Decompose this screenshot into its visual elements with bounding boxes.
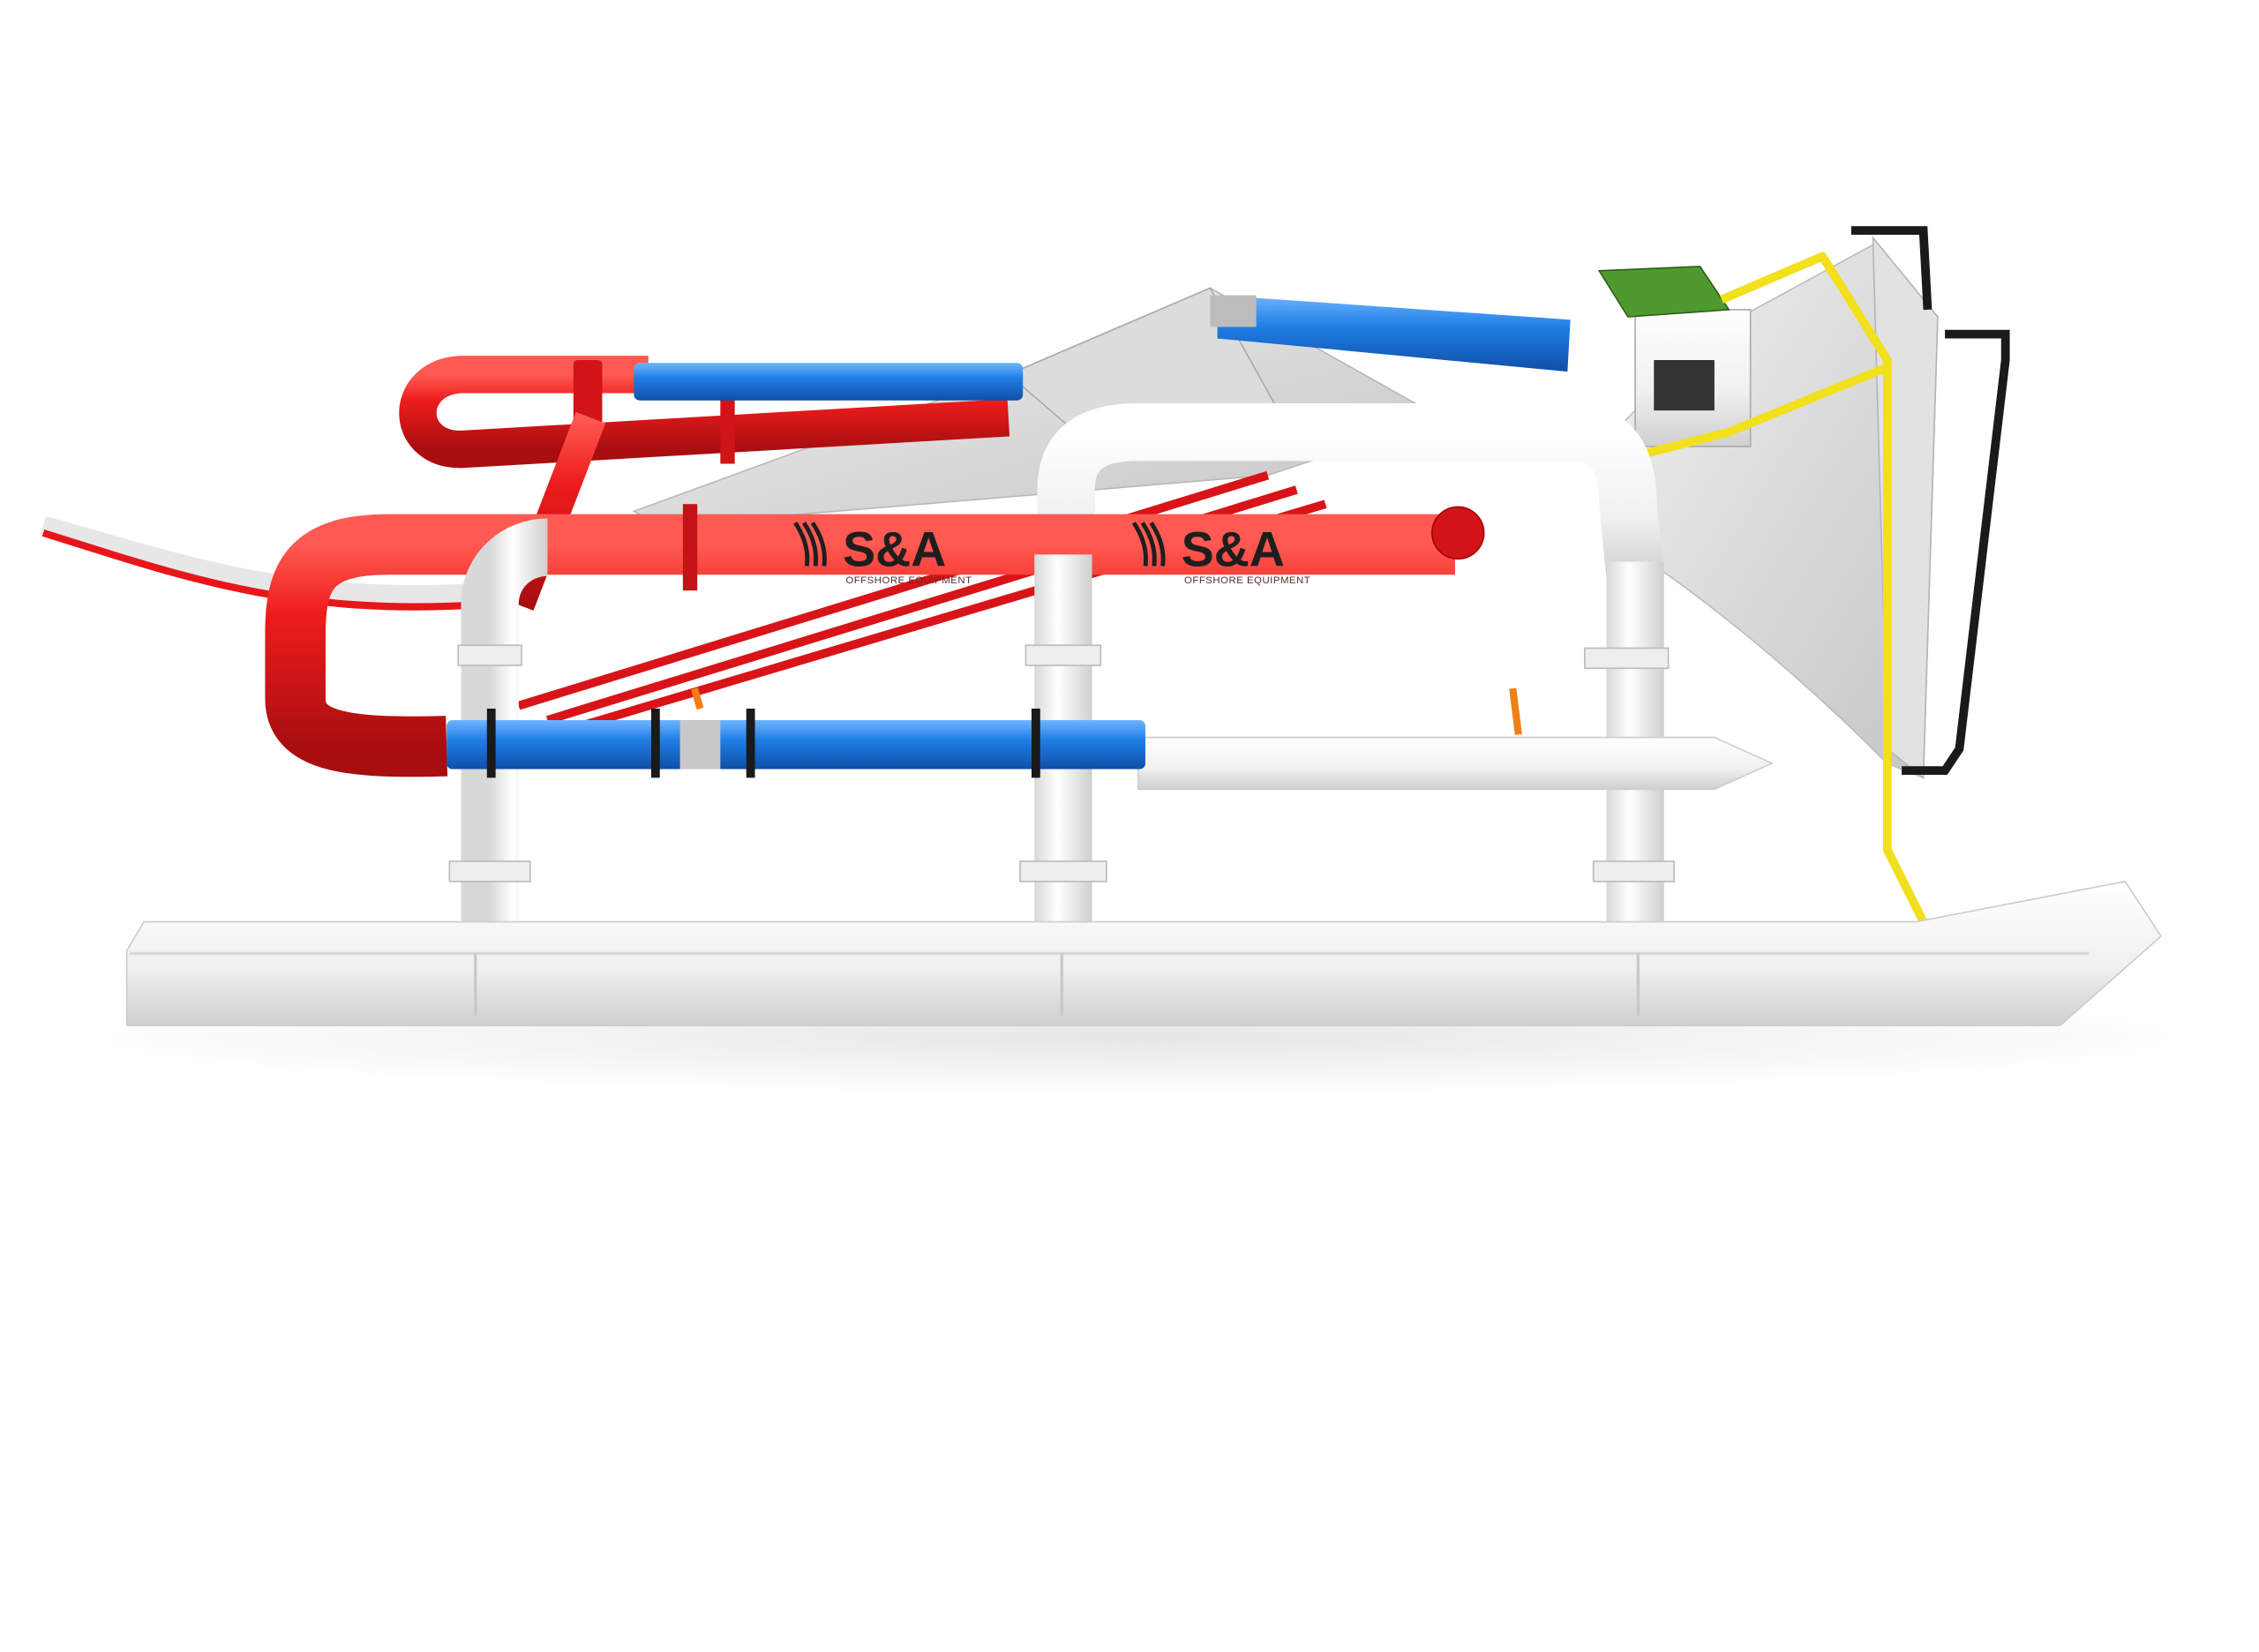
white-pipe-arch — [1037, 402, 1664, 580]
red-hose-stripe — [41, 529, 477, 611]
box-vent — [1654, 360, 1715, 411]
cylinder-clamps — [486, 708, 1040, 778]
blue-cylinder-upper — [634, 363, 1024, 401]
logo-brand: S&A — [843, 522, 946, 576]
white-post-left — [448, 518, 550, 922]
black-hose-upper — [1850, 226, 1933, 311]
red-pipe-end-flange — [1431, 506, 1485, 560]
skid-stiffeners — [474, 953, 1640, 1016]
logo-wave-icon — [793, 522, 827, 567]
red-hose — [40, 515, 477, 605]
cylinder-chrome-band — [679, 720, 721, 770]
logo-brand: S&A — [1182, 522, 1285, 576]
logo-wave-icon — [1131, 522, 1166, 567]
blue-cylinder-upper-right — [1217, 295, 1571, 372]
orange-lifting-eye — [691, 687, 1522, 735]
red-flange — [720, 391, 735, 464]
red-pipe-main — [265, 514, 1455, 777]
red-flange — [682, 504, 698, 591]
white-lower-beam — [1137, 736, 1775, 791]
cylinder-rod — [1210, 295, 1257, 327]
sa-logo-left: S&A OFFSHORE EQUIPMENT — [793, 522, 972, 586]
yellow-handrail — [1626, 252, 1927, 924]
logo-tagline: OFFSHORE EQUIPMENT — [845, 575, 972, 586]
logo-tagline: OFFSHORE EQUIPMENT — [1184, 575, 1310, 586]
red-pipe-upper — [399, 356, 1010, 469]
blue-cylinder-lower — [447, 720, 1145, 770]
green-grate — [1597, 266, 1730, 318]
black-hose-lower — [1902, 329, 2010, 776]
sa-logo-right: S&A OFFSHORE EQUIPMENT — [1131, 522, 1310, 586]
